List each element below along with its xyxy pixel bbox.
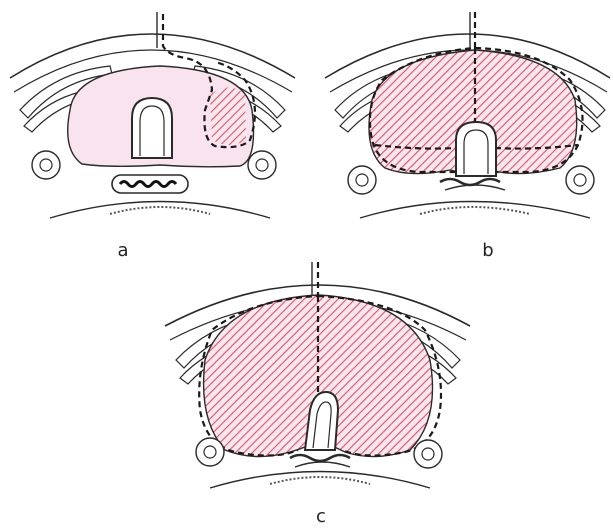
panel-b bbox=[325, 12, 610, 218]
panel-a-tumor-lesion bbox=[210, 88, 246, 146]
panel-a-rectum-mucosa bbox=[110, 207, 210, 214]
panel-a-label: a bbox=[113, 240, 133, 261]
panel-a bbox=[10, 12, 295, 218]
panel-a-rectum-arc bbox=[50, 202, 270, 219]
panel-c-label: c bbox=[311, 506, 331, 527]
panel-a-urethra bbox=[132, 98, 172, 158]
panel-b-label: b bbox=[478, 240, 498, 261]
panel-c bbox=[165, 262, 470, 488]
